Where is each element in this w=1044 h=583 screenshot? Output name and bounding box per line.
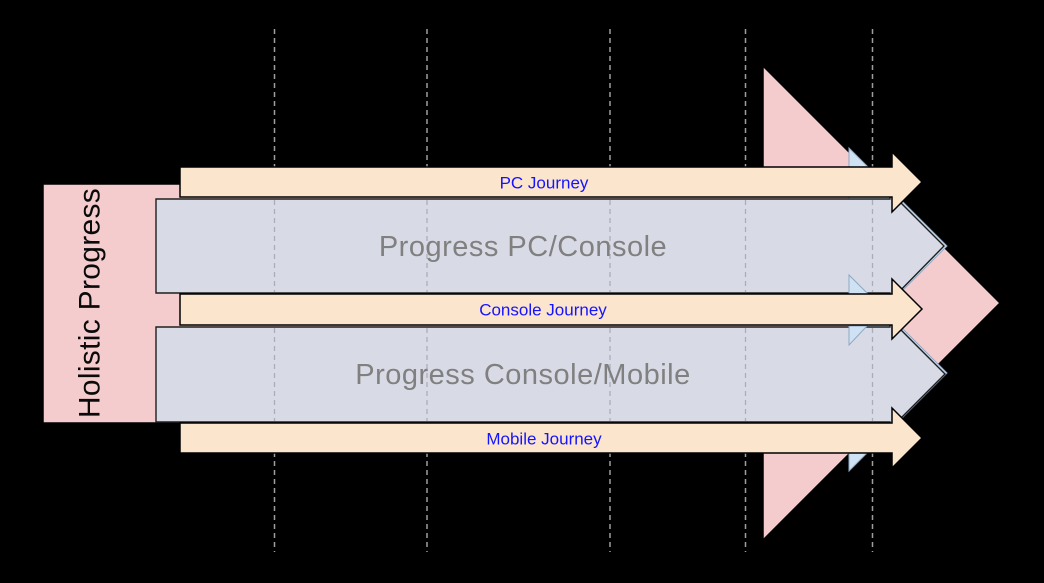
- mobile-journey-arrow: [179, 406, 924, 470]
- mobile-journey-label: Mobile Journey: [486, 430, 602, 449]
- pc-journey-arrow: [179, 150, 924, 214]
- console-journey-arrow: [179, 277, 924, 341]
- gridlines-over-lavender: [273, 200, 874, 421]
- progress-console-mobile-label: Progress Console/Mobile: [355, 359, 690, 391]
- progress-pc-console-arrow: [155, 190, 945, 303]
- shadow-arrowhead-1-corner: [848, 325, 869, 347]
- pc-journey-label: PC Journey: [500, 174, 589, 193]
- progress-pc-console-label: Progress PC/Console: [379, 231, 667, 263]
- console-journey-label: Console Journey: [479, 301, 607, 320]
- holistic-progress-label: Holistic Progress: [74, 188, 107, 418]
